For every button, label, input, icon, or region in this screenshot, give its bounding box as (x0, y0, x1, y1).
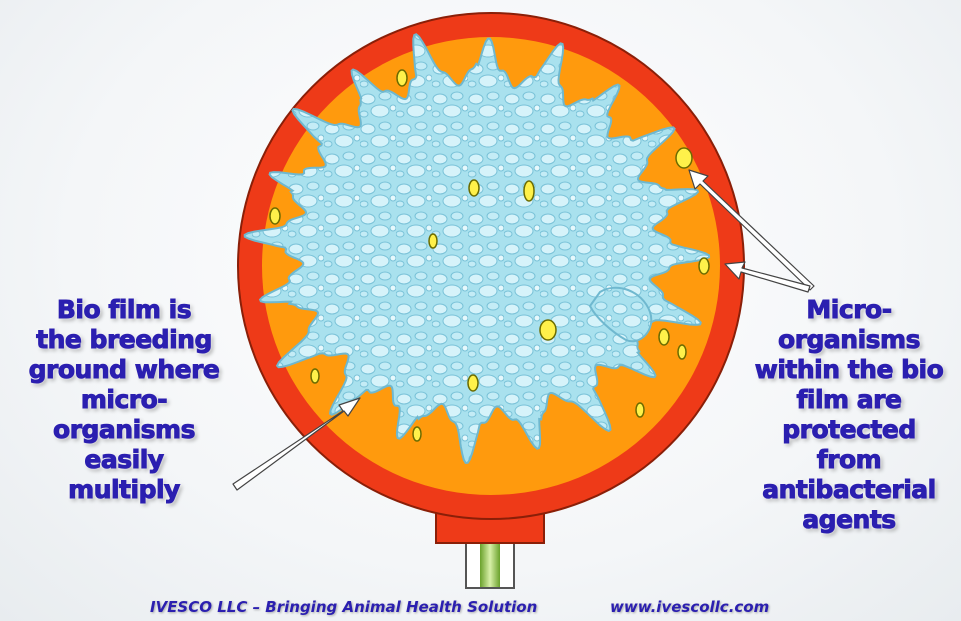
micro-organism-dot (636, 403, 644, 417)
callout-line: multiply (8, 475, 240, 505)
micro-organism-dot (270, 208, 280, 224)
callout-line: Bio film is (8, 295, 240, 325)
callout-line: the breeding (8, 325, 240, 355)
micro-organisms-callout: Micro- organisms within the bio film are… (742, 295, 956, 535)
micro-organism-dot (469, 180, 479, 196)
callout-line: film are (742, 385, 956, 415)
micro-organism-dot (676, 148, 692, 168)
callout-line: within the bio (742, 355, 956, 385)
micro-organism-dot (429, 234, 437, 248)
callout-line: antibacterial (742, 475, 956, 505)
callout-line: ground where (8, 355, 240, 385)
callout-line: from (742, 445, 956, 475)
outlet-pipe-core (480, 541, 500, 587)
callout-line: organisms (8, 415, 240, 445)
micro-organism-dot (659, 329, 669, 345)
micro-organism-dot (413, 427, 421, 441)
micro-organism-dot (311, 369, 319, 383)
micro-organism-dot (699, 258, 709, 274)
callout-line: micro- (8, 385, 240, 415)
callout-line: protected (742, 415, 956, 445)
footer-company: IVESCO LLC – Bringing Animal Health Solu… (150, 596, 537, 618)
callout-line: Micro- (742, 295, 956, 325)
callout-line: easily (8, 445, 240, 475)
callout-line: agents (742, 505, 956, 535)
micro-organism-dot (468, 375, 478, 391)
micro-organism-dot (524, 181, 534, 201)
biofilm-callout: Bio film is the breeding ground where mi… (8, 295, 240, 505)
micro-organism-dot (540, 320, 556, 340)
micro-organism-dot (397, 70, 407, 86)
callout-line: organisms (742, 325, 956, 355)
footer-url[interactable]: www.ivescollc.com (610, 596, 769, 618)
micro-organism-dot (678, 345, 686, 359)
